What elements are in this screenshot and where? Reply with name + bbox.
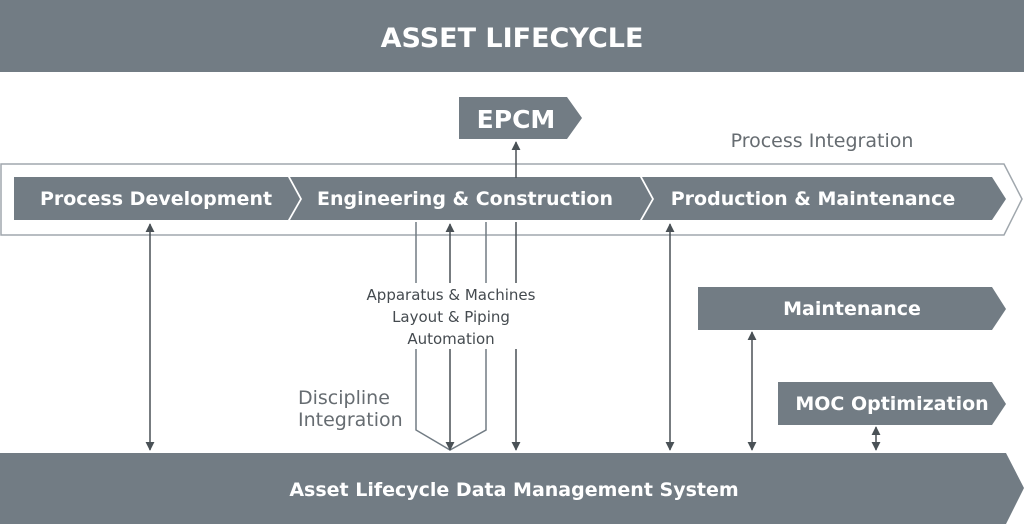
discipline-apparatus: Apparatus & Machines [367, 286, 536, 304]
discipline-layout: Layout & Piping [392, 308, 510, 326]
moc-optimization-block [778, 382, 1006, 425]
title: ASSET LIFECYCLE [381, 23, 644, 54]
process-integration-outline [0, 163, 1023, 236]
engineering-construction-label: Engineering & Construction [317, 188, 613, 210]
discipline-integration-line1: Discipline [298, 387, 390, 409]
moc-optimization-label: MOC Optimization [795, 393, 988, 415]
disciplines-backing [362, 283, 540, 349]
data-management-label: Asset Lifecycle Data Management System [289, 479, 738, 501]
maintenance-block [698, 287, 1006, 330]
phase-process-development [14, 177, 300, 220]
epcm-block [459, 97, 582, 139]
epcm-label: EPCM [477, 105, 556, 134]
title-band [0, 0, 1024, 72]
production-maintenance-label: Production & Maintenance [671, 188, 955, 210]
process-development-label: Process Development [40, 188, 272, 210]
process-integration-label: Process Integration [731, 130, 914, 152]
discipline-automation: Automation [407, 330, 494, 348]
maintenance-label: Maintenance [783, 298, 921, 320]
data-management-band [0, 453, 1024, 524]
phase-production-maintenance [642, 177, 1006, 220]
phase-engineering-construction [290, 177, 652, 220]
discipline-integration-line2: Integration [298, 409, 403, 431]
